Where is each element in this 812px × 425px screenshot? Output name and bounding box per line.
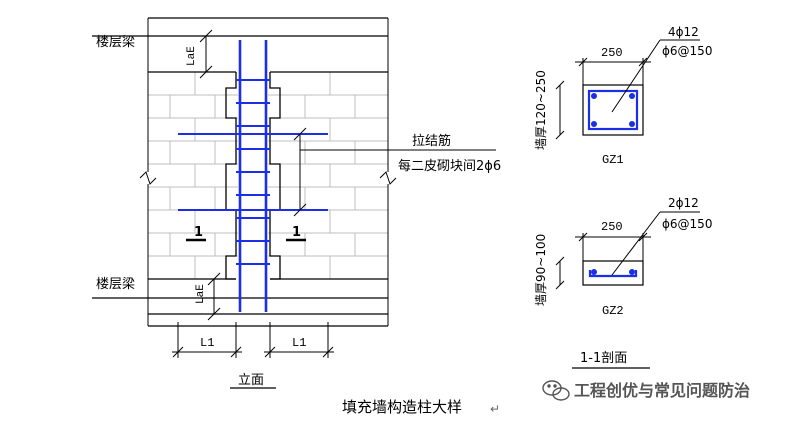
- gz2-bar: [629, 269, 635, 275]
- column-outline: [225, 72, 281, 280]
- floor-beam-label-top: 楼层梁: [96, 35, 135, 50]
- tie-bar-label: 拉结筋: [412, 133, 451, 149]
- floor-beam-label-bottom: 楼层梁: [96, 277, 135, 292]
- gz1-main-bars: 4ϕ12: [668, 25, 699, 39]
- l1-dimensions: [172, 322, 334, 358]
- gz1-bar: [591, 93, 597, 99]
- gz1-bar: [591, 121, 597, 127]
- tie-bars: [178, 133, 328, 211]
- lae-dimension-top: [196, 29, 236, 79]
- gz2-stirrups: ϕ6@150: [662, 217, 712, 231]
- tie-bar-leader: [293, 127, 496, 217]
- lae-label-bottom: LaE: [195, 284, 207, 304]
- lae-label-top: LaE: [186, 46, 198, 66]
- rebar-stirrups: [236, 79, 270, 265]
- gz1-name: GZ1: [602, 153, 624, 167]
- section-mark-left: 1: [194, 225, 203, 240]
- rebar-vertical: [238, 40, 268, 312]
- gz2-wall-thickness: 墙厚90~100: [534, 234, 548, 306]
- gz2-bar: [591, 269, 597, 275]
- gz1-bar: [629, 121, 635, 127]
- l1-label-right: L1: [292, 336, 306, 350]
- gz1-section: [555, 39, 700, 140]
- l1-label-left: L1: [200, 336, 214, 350]
- gz2-width: 250: [601, 220, 623, 234]
- gz2-section: [555, 211, 700, 290]
- wall-edges: [139, 18, 397, 326]
- figure-title: 填充墙构造柱大样: [342, 398, 462, 416]
- gz1-stirrups: ϕ6@150: [662, 44, 712, 58]
- tie-bar-spec: 每二皮砌块间2ϕ6: [398, 158, 501, 174]
- gz1-wall-thickness: 墙厚120~250: [534, 70, 548, 150]
- floor-beam-bottom: [92, 278, 388, 327]
- gz2-name: GZ2: [602, 304, 624, 318]
- gz1-width: 250: [601, 46, 623, 60]
- watermark: 工程创优与常见问题防治: [574, 381, 750, 400]
- gz1-bar: [629, 93, 635, 99]
- wechat-icon: [542, 380, 570, 401]
- elevation-caption: 立面: [238, 373, 264, 388]
- section-caption: 1-1剖面: [580, 351, 627, 366]
- lae-dimension-bottom: [207, 272, 221, 321]
- gz2-main-bars: 2ϕ12: [668, 196, 699, 210]
- return-mark: ↵: [490, 402, 500, 416]
- section-mark-right: 1: [292, 225, 301, 240]
